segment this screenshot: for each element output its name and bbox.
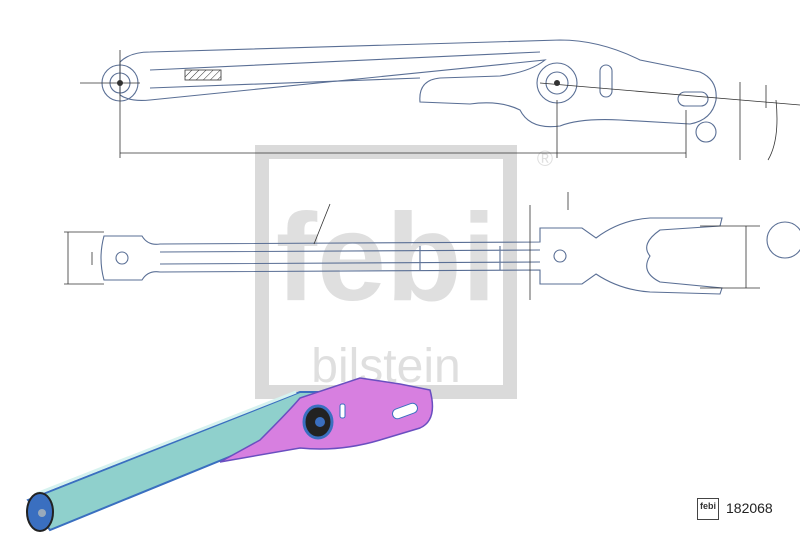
watermark-logo: febi bilstein ® bbox=[255, 145, 553, 399]
registered-mark: ® bbox=[537, 146, 553, 171]
watermark-febi: febi bbox=[276, 189, 496, 327]
part-number: 182068 bbox=[726, 500, 773, 516]
top-view-drawing bbox=[64, 192, 800, 300]
febi-mini-logo: febi bbox=[697, 498, 719, 520]
3d-render bbox=[26, 377, 434, 532]
side-view-drawing bbox=[80, 39, 800, 161]
